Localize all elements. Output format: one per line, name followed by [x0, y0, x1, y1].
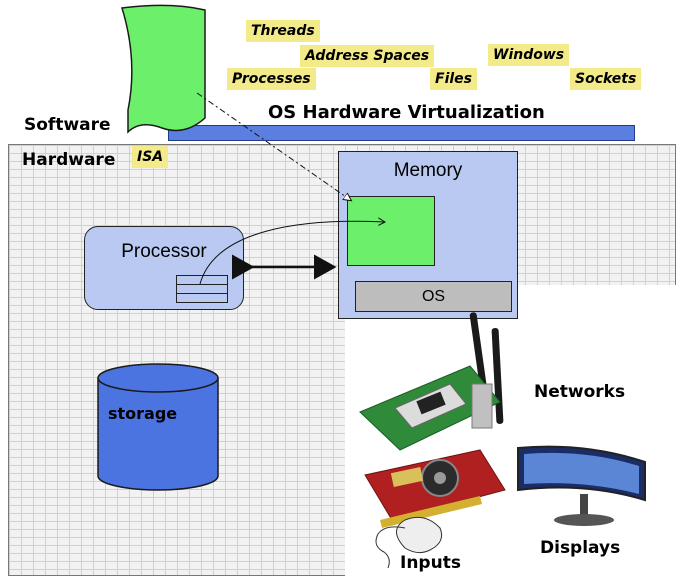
- threads-tag: Threads: [246, 20, 320, 42]
- windows-tag: Windows: [488, 44, 570, 66]
- address-spaces-tag: Address Spaces: [300, 45, 435, 67]
- inputs-label: Inputs: [400, 553, 461, 573]
- displays-label: Displays: [540, 538, 621, 558]
- memory-box: Memory OS: [338, 151, 518, 319]
- os-virtualization-label: OS Hardware Virtualization: [268, 102, 545, 123]
- memory-label: Memory: [393, 160, 463, 181]
- processor-label: Processor: [121, 241, 207, 262]
- software-label: Software: [24, 115, 111, 135]
- networks-label: Networks: [534, 382, 626, 402]
- memory-software-region: [347, 196, 435, 266]
- register-icon: [176, 275, 228, 303]
- processor-box: Processor: [84, 226, 244, 310]
- sockets-tag: Sockets: [570, 68, 642, 90]
- hardware-label: Hardware: [22, 150, 116, 170]
- isa-tag: ISA: [132, 146, 169, 168]
- processes-tag: Processes: [227, 68, 316, 90]
- storage-label: storage: [108, 404, 178, 423]
- files-tag: Files: [430, 68, 477, 90]
- os-box: OS: [355, 281, 512, 312]
- os-virtualization-bar: [168, 125, 635, 141]
